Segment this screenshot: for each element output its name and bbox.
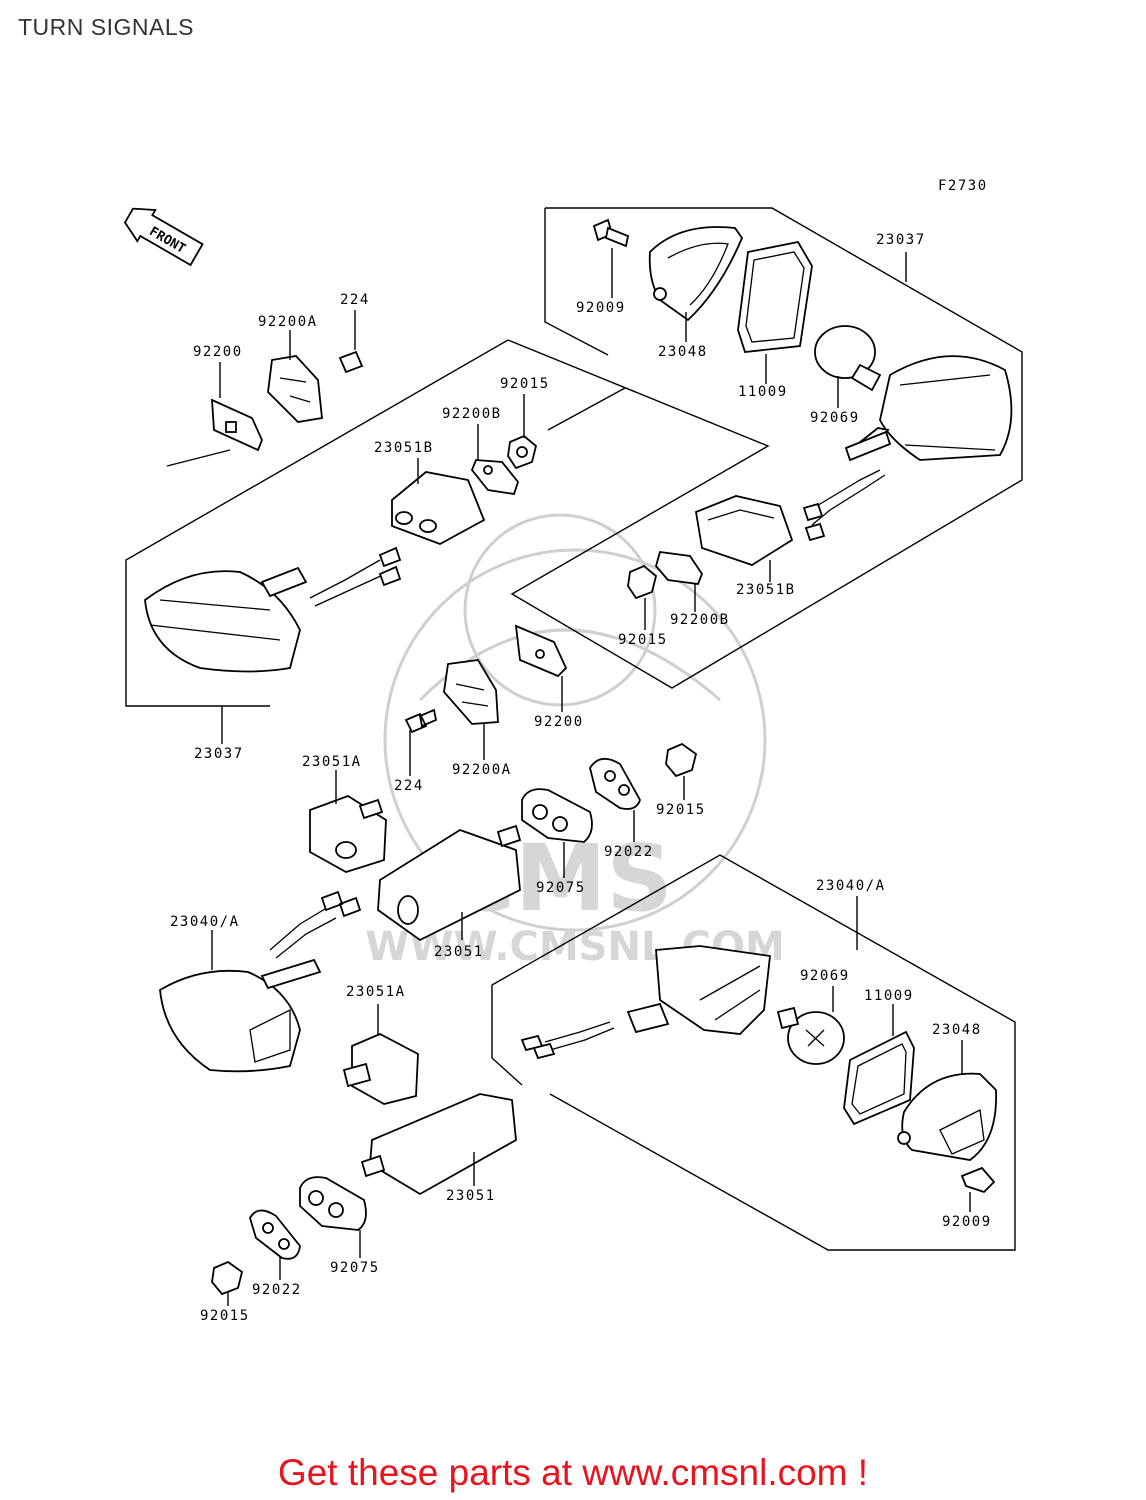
part-bolt-224-middle bbox=[404, 708, 438, 734]
label-11009-top[interactable]: 11009 bbox=[738, 384, 788, 400]
label-92009-top[interactable]: 92009 bbox=[576, 300, 626, 316]
part-bolt-224-left bbox=[338, 350, 364, 374]
label-92075-lower[interactable]: 92075 bbox=[330, 1260, 380, 1276]
label-23037-right[interactable]: 23037 bbox=[876, 232, 926, 248]
label-92200B-right[interactable]: 92200B bbox=[670, 612, 730, 628]
footer-cta-link[interactable]: Get these parts at www.cmsnl.com ! bbox=[277, 1452, 869, 1493]
part-lens-23048-upper bbox=[648, 226, 744, 322]
part-washer-92022-lower bbox=[249, 1209, 301, 1260]
label-224-top[interactable]: 224 bbox=[340, 292, 370, 308]
label-23051-upper[interactable]: 23051 bbox=[434, 944, 484, 960]
part-nut-92015-left bbox=[507, 434, 538, 470]
label-92069-bottom[interactable]: 92069 bbox=[800, 968, 850, 984]
label-92015-top[interactable]: 92015 bbox=[500, 376, 550, 392]
label-92200A-middle[interactable]: 92200A bbox=[452, 762, 512, 778]
part-stay-92200B-left bbox=[470, 459, 520, 496]
label-23048-top[interactable]: 23048 bbox=[658, 344, 708, 360]
part-screw-92009-upper bbox=[592, 218, 630, 248]
label-23040A-left[interactable]: 23040/A bbox=[170, 914, 240, 930]
part-stay-92200-middle bbox=[514, 624, 568, 678]
part-housing-23051B-left bbox=[391, 471, 486, 545]
label-224-middle[interactable]: 224 bbox=[394, 778, 424, 794]
part-labels: 23037 92009 23048 11009 92069 224 92200A… bbox=[170, 232, 992, 1324]
part-stay-92200A-middle bbox=[443, 659, 499, 725]
part-signal-lower-left bbox=[159, 890, 362, 1073]
label-92075-middle[interactable]: 92075 bbox=[536, 880, 586, 896]
label-92200B-top[interactable]: 92200B bbox=[442, 406, 502, 422]
label-23040A-right[interactable]: 23040/A bbox=[816, 878, 886, 894]
part-housing-23051A-lower bbox=[342, 1033, 419, 1105]
part-lens-23048-lower bbox=[897, 1072, 997, 1161]
part-nut-92015-right bbox=[627, 564, 658, 600]
group-outlines bbox=[125, 207, 1023, 1251]
label-92009-bottom[interactable]: 92009 bbox=[942, 1214, 992, 1230]
part-nut-92015-middle bbox=[665, 742, 698, 778]
label-92015-lower[interactable]: 92015 bbox=[200, 1308, 250, 1324]
part-housing-23051A-upper bbox=[309, 795, 387, 873]
part-signal-upper-right bbox=[802, 355, 1013, 542]
part-housing-23051-lower bbox=[360, 1093, 517, 1196]
parts-diagram: CMS WWW.CMSNL.COM F2730 FRONT bbox=[123, 178, 1023, 1324]
label-92022-lower[interactable]: 92022 bbox=[252, 1282, 302, 1298]
label-92069-top[interactable]: 92069 bbox=[810, 410, 860, 426]
part-grommet-92075-lower bbox=[299, 1176, 367, 1231]
label-92200A-top[interactable]: 92200A bbox=[258, 314, 318, 330]
label-92200-top[interactable]: 92200 bbox=[193, 344, 243, 360]
part-nut-92015-lower bbox=[211, 1260, 244, 1296]
label-23048-bottom[interactable]: 23048 bbox=[932, 1022, 982, 1038]
label-23051B-left[interactable]: 23051B bbox=[374, 440, 434, 456]
part-housing-23051B-right bbox=[694, 495, 794, 566]
part-bulb-92069-lower bbox=[776, 1006, 845, 1065]
part-stay-92200-left bbox=[211, 398, 263, 452]
label-92200-middle[interactable]: 92200 bbox=[534, 714, 584, 730]
label-92022-middle[interactable]: 92022 bbox=[604, 844, 654, 860]
figure-code: F2730 bbox=[938, 178, 988, 194]
part-gasket-11009-upper bbox=[737, 240, 813, 353]
part-grommet-92075-middle bbox=[521, 788, 593, 843]
part-housing-23051-upper bbox=[377, 824, 522, 942]
label-23051A-lower[interactable]: 23051A bbox=[346, 984, 406, 1000]
part-stay-92200B-right bbox=[655, 551, 704, 585]
label-23051B-right[interactable]: 23051B bbox=[736, 582, 796, 598]
label-11009-bottom[interactable]: 11009 bbox=[864, 988, 914, 1004]
leader-lines bbox=[211, 248, 971, 1306]
page-title: TURN SIGNALS bbox=[18, 14, 194, 40]
label-92015-middle[interactable]: 92015 bbox=[656, 802, 706, 818]
label-92015-right[interactable]: 92015 bbox=[618, 632, 668, 648]
label-23051-lower[interactable]: 23051 bbox=[446, 1188, 496, 1204]
part-signal-lower-right bbox=[520, 945, 771, 1060]
part-signal-left bbox=[144, 546, 402, 673]
label-23037-left[interactable]: 23037 bbox=[194, 746, 244, 762]
part-stay-92200A-left bbox=[267, 355, 323, 423]
part-bulb-92069-upper bbox=[814, 325, 882, 392]
part-screw-92009-lower bbox=[960, 1166, 996, 1194]
part-gasket-11009-lower bbox=[843, 1030, 915, 1126]
front-arrow-icon: FRONT bbox=[123, 207, 204, 267]
label-23051A-upper[interactable]: 23051A bbox=[302, 754, 362, 770]
part-washer-92022-middle bbox=[589, 758, 641, 810]
